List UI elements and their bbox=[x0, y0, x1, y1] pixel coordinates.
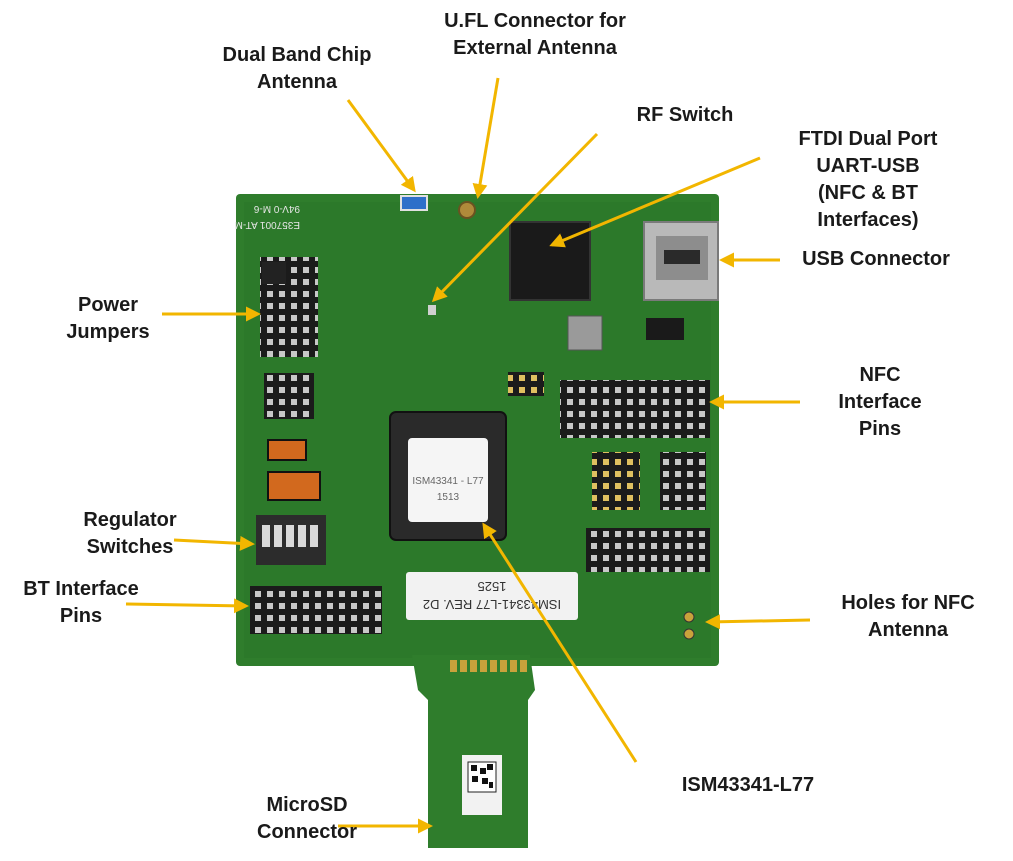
nfc-hole-1 bbox=[683, 611, 695, 623]
arrow-holes-nfc bbox=[705, 614, 811, 630]
silk-text-1: E357001 AT-M bbox=[235, 219, 300, 230]
label-line: External Antenna bbox=[453, 37, 617, 59]
label-line: USB Connector bbox=[802, 248, 950, 270]
label-bt-pins: BT Interface Pins bbox=[6, 576, 156, 630]
crystal bbox=[567, 315, 603, 351]
label-line: Interface bbox=[838, 391, 922, 413]
small-jumper bbox=[508, 372, 544, 396]
small-ic bbox=[646, 318, 684, 340]
ism-module: ISM43341 - L77 1513 bbox=[389, 411, 507, 541]
microsd-tongue bbox=[412, 655, 535, 848]
ufl-connector bbox=[458, 201, 476, 219]
dip-switch bbox=[256, 515, 326, 565]
power-jumper-block-2 bbox=[264, 373, 314, 419]
arrow-ftdi bbox=[549, 156, 761, 248]
label-line: Switches bbox=[86, 536, 174, 558]
microsd-contacts bbox=[450, 660, 527, 672]
label-line: Holes for NFC bbox=[841, 592, 975, 614]
label-line: Pins bbox=[858, 418, 902, 440]
nfc-hole-2 bbox=[683, 628, 695, 640]
label-line: Pins bbox=[59, 605, 103, 627]
usb-connector bbox=[643, 221, 719, 301]
label-line: Antenna bbox=[868, 619, 948, 641]
label-line: Jumpers bbox=[66, 321, 150, 343]
rf-switch bbox=[428, 305, 436, 315]
arrow-bt-pins bbox=[125, 598, 249, 614]
label-ftdi: FTDI Dual Port UART-USB (NFC & BT Interf… bbox=[768, 126, 968, 234]
label-line: MicroSD bbox=[266, 794, 348, 816]
arrow-regulator bbox=[173, 535, 255, 551]
regulator-switch-2 bbox=[267, 471, 321, 501]
arrow-chip-antenna bbox=[346, 99, 416, 193]
nfc-pin-header-3 bbox=[660, 452, 706, 510]
chip-antenna bbox=[400, 195, 428, 211]
label-nfc-pins: NFC Interface Pins bbox=[820, 362, 940, 443]
label-line: Interfaces) bbox=[817, 209, 919, 231]
rev-sticker: ISM43341-L77 REV. D2 1525 bbox=[406, 572, 578, 620]
label-line: Connector bbox=[257, 821, 357, 843]
label-line: ISM43341-L77 bbox=[681, 774, 815, 796]
bt-pin-header bbox=[250, 586, 382, 634]
label-line: FTDI Dual Port bbox=[798, 128, 938, 150]
label-usb: USB Connector bbox=[786, 246, 966, 273]
label-line: RF Switch bbox=[636, 104, 734, 126]
label-line: NFC bbox=[859, 364, 901, 386]
callout-arrows bbox=[125, 77, 811, 834]
label-power: Power Jumpers bbox=[48, 292, 168, 346]
label-line: BT Interface bbox=[23, 578, 139, 600]
silk-text-2: 94V-0 M-6 bbox=[253, 203, 300, 214]
label-module: ISM43341-L77 bbox=[658, 772, 838, 799]
jumper-cap-1 bbox=[262, 262, 286, 284]
label-line: Regulator bbox=[83, 509, 177, 531]
nfc-pin-header-2 bbox=[592, 452, 640, 510]
qr-code bbox=[467, 761, 497, 793]
label-rf-switch: RF Switch bbox=[610, 102, 760, 129]
arrow-module bbox=[482, 522, 638, 763]
module-code: 1513 bbox=[437, 492, 460, 503]
nfc-pin-header bbox=[560, 380, 710, 438]
label-microsd: MicroSD Connector bbox=[232, 792, 382, 846]
rev-code-text: 1525 bbox=[478, 579, 507, 594]
module-marking: ISM43341 - L77 bbox=[412, 476, 484, 487]
label-line: (NFC & BT bbox=[818, 182, 918, 204]
label-line: Power bbox=[77, 294, 139, 316]
label-holes-nfc: Holes for NFC Antenna bbox=[818, 590, 998, 644]
arrow-rf-switch bbox=[431, 132, 599, 303]
label-line: Dual Band Chip bbox=[222, 44, 372, 66]
rev-sticker-text: ISM43341-L77 REV. D2 bbox=[423, 597, 561, 612]
regulator-switch-1 bbox=[267, 439, 307, 461]
label-chip-antenna: Dual Band Chip Antenna bbox=[207, 42, 387, 96]
label-ufl: U.FL Connector for External Antenna bbox=[420, 8, 650, 62]
arrow-ufl bbox=[472, 77, 500, 199]
label-regulator: Regulator Switches bbox=[60, 507, 200, 561]
label-line: Antenna bbox=[257, 71, 337, 93]
label-line: U.FL Connector for bbox=[444, 10, 626, 32]
label-line: UART-USB bbox=[816, 155, 920, 177]
nfc-pin-header-4 bbox=[586, 528, 710, 572]
